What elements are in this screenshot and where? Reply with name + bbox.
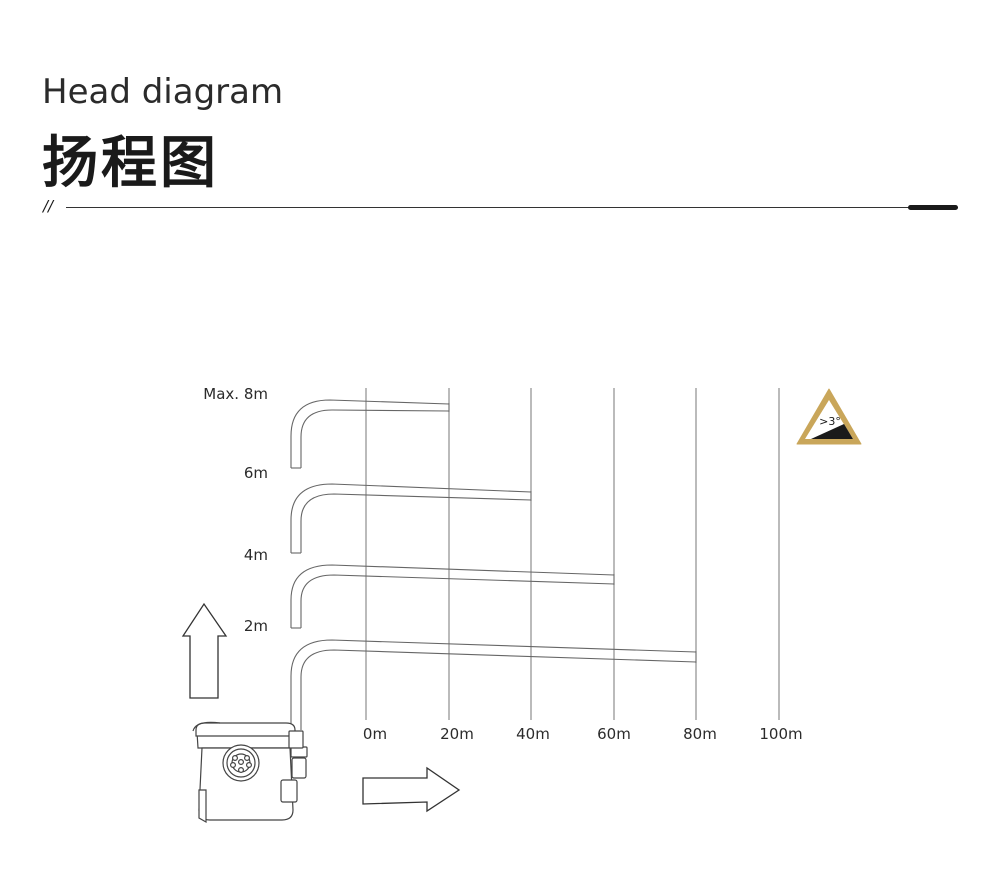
pipe-2m-80m	[290, 639, 697, 730]
distance-gridlines	[365, 388, 780, 720]
slope-warning-label: >3°	[819, 415, 841, 428]
distance-label-60m: 60m	[597, 725, 631, 743]
page-title-cn: 扬程图	[42, 131, 219, 196]
distance-label-0m: 0m	[363, 725, 387, 743]
right-arrow-icon	[362, 766, 461, 813]
head-label-4m: 4m	[244, 546, 268, 564]
distance-label-20m: 20m	[440, 725, 474, 743]
pipes	[290, 399, 697, 730]
divider-mark: //	[43, 197, 54, 215]
pipe-4m-60m	[290, 564, 615, 629]
distance-label-80m: 80m	[683, 725, 717, 743]
pump-handle-icon	[192, 721, 221, 732]
head-label-2m: 2m	[244, 617, 268, 635]
header-divider-cap	[908, 205, 958, 210]
distance-label-40m: 40m	[516, 725, 550, 743]
up-arrow-icon	[181, 602, 228, 699]
head-label-6m: 6m	[244, 464, 268, 482]
page-title-en: Head diagram	[42, 72, 284, 112]
pipe-8m-20m	[290, 399, 450, 469]
distance-label-100m: 100m	[759, 725, 802, 743]
pipe-6m-40m	[290, 483, 532, 554]
head-label-max8m: Max. 8m	[203, 385, 268, 403]
pump-device-icon	[195, 722, 308, 824]
header-divider	[66, 207, 958, 208]
slope-warning-icon	[796, 388, 862, 445]
